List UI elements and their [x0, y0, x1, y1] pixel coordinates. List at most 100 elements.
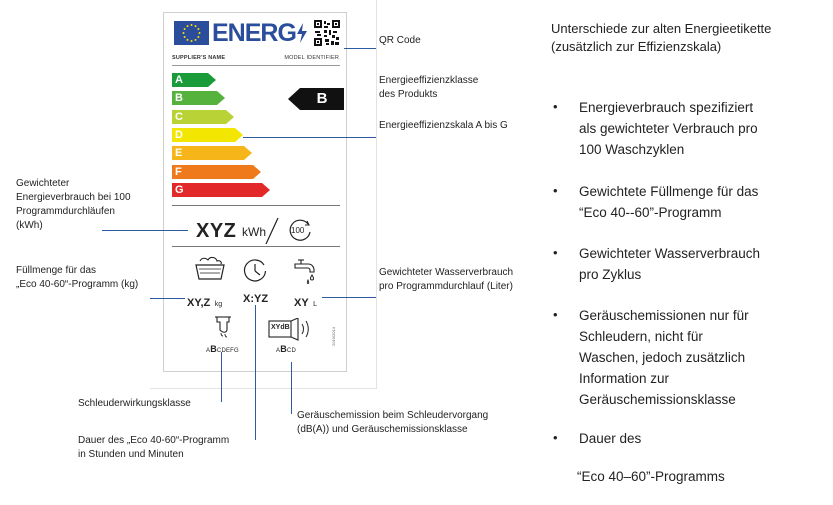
right-panel-title-line-1: Unterschiede zur alten Energieetikette — [551, 21, 772, 36]
bullet-item-1-line-3: 100 Waschzyklen — [579, 142, 685, 157]
leader-line-capacity — [150, 298, 185, 299]
annotation-duration-line-2: in Stunden und Minuten — [78, 449, 184, 460]
scale-bar-a: A — [172, 73, 216, 87]
header-divider — [172, 65, 340, 66]
bullet-item-2-line-1: Gewichtete Füllmenge für das — [579, 184, 759, 199]
annotation-duration-line-1: Dauer des „Eco 40-60“-Programm — [78, 435, 230, 446]
bullet-marker: • — [553, 245, 558, 260]
slash-divider — [264, 217, 280, 250]
energy-wordmark: ENERG — [212, 19, 308, 48]
annotation-duration: Dauer des „Eco 40-60“-Programm in Stunde… — [78, 434, 229, 462]
scale-bar-d: D — [172, 127, 243, 142]
bullet-item-2-line-2: “Eco 40--60”-Programm — [579, 205, 722, 220]
section-divider — [172, 246, 340, 247]
annotation-energy-line-3: Programmdurchläufen — [16, 206, 115, 217]
bullet-marker: • — [553, 183, 558, 198]
scale-bar-b: B — [172, 91, 225, 106]
annotation-efficiency-scale: Energieeffizienzskala A bis G — [379, 120, 508, 131]
right-panel-footer: “Eco 40–60”-Programms — [577, 469, 725, 484]
scale-bar-e: E — [172, 146, 252, 161]
leader-line-noise — [291, 362, 292, 414]
leader-line-duration — [255, 305, 256, 440]
noise-scale-end: CD — [286, 348, 296, 354]
bullet-item-1: Energieverbrauch spezifiziert als gewicht… — [579, 97, 819, 160]
energy-wordmark-text: ENERG — [212, 19, 297, 47]
leader-line-energy — [102, 230, 188, 231]
energy-unit: kWh — [242, 225, 266, 239]
annotation-energy-consumption: Gewichteter Energieverbrauch bei 100 Pro… — [16, 177, 131, 233]
water-unit: L — [313, 301, 318, 308]
water-tap-icon — [292, 258, 320, 291]
spin-class-scale: ABCDEFG — [206, 344, 239, 354]
regulation-code: 2019/2014 — [331, 327, 336, 346]
laundry-basket-icon — [194, 255, 226, 286]
annotation-energy-line-1: Gewichteter — [16, 178, 70, 189]
bullet-item-4-line-3: Waschen, jedoch zusätzlich — [579, 350, 746, 365]
leader-line-qr — [344, 48, 376, 49]
bullet-item-1-line-1: Energieverbrauch spezifiziert — [579, 100, 754, 115]
leader-line-scale — [243, 137, 376, 138]
annotation-noise: Geräuschemission beim Schleudervorgang (… — [297, 409, 488, 437]
cycles-value: 100 — [291, 226, 305, 235]
spin-shirt-icon — [212, 313, 234, 344]
clock-icon — [242, 258, 268, 289]
right-panel-title-line-2: (zusätzlich zur Effizienzskala) — [551, 39, 722, 54]
qr-code-icon — [314, 20, 340, 46]
bullet-marker: • — [553, 430, 558, 445]
bullet-marker: • — [553, 99, 558, 114]
model-identifier: MODEL IDENTIFIER — [284, 55, 339, 61]
bullet-item-4-line-1: Geräuschemissionen nur für — [579, 308, 749, 323]
bullet-item-5: Dauer des — [579, 428, 819, 449]
annotation-noise-line-2: (dB(A)) und Geräuschemissionsklasse — [297, 424, 468, 435]
noise-class-scale: ABCD — [276, 344, 296, 354]
leader-line-spin — [221, 352, 222, 402]
bullet-item-4-line-5: Geräuschemissionsklasse — [579, 392, 736, 407]
bullet-item-3: Gewichteter Wasserverbrauch pro Zyklus — [579, 243, 819, 285]
spin-scale-selected: B — [210, 344, 217, 354]
annotation-capacity: Füllmenge für das „Eco 40-60“-Programm (… — [16, 264, 138, 292]
capacity-unit: kg — [214, 301, 223, 308]
bullet-item-4-line-2: Schleudern, nicht für — [579, 329, 703, 344]
annotation-qr-code: QR Code — [379, 35, 421, 46]
noise-scale-start: A — [276, 348, 281, 354]
noise-speaker-icon: XYdB — [268, 318, 309, 341]
eu-flag-icon — [174, 21, 209, 45]
capacity-readout: XY,Z kg — [187, 293, 222, 311]
annotation-water-line-1: Gewichteter Wasserverbrauch — [379, 267, 514, 278]
scale-bar-g: G — [172, 182, 270, 197]
annotation-water: Gewichteter Wasserverbrauch pro Programm… — [379, 266, 513, 294]
annotation-water-line-2: pro Programmdurchlauf (Liter) — [379, 281, 513, 292]
lightning-icon — [296, 23, 307, 43]
capacity-value: XY,Z — [187, 297, 211, 309]
bullet-item-1-line-2: als gewichteter Verbrauch pro — [579, 121, 758, 136]
annotation-noise-line-1: Geräuschemission beim Schleudervorgang — [297, 410, 489, 421]
scale-bar-f: F — [172, 164, 261, 179]
annotation-efficiency-class-line-2: des Produkts — [379, 89, 438, 100]
annotation-energy-line-4: (kWh) — [16, 220, 43, 231]
noise-icon-label: XYdB — [271, 324, 290, 331]
water-value: XY — [294, 297, 309, 309]
annotation-efficiency-class: Energieeffizienzklasse des Produkts — [379, 74, 478, 102]
bullet-item-5-line-1: Dauer des — [579, 431, 642, 446]
bullet-item-3-line-2: pro Zyklus — [579, 267, 642, 282]
noise-scale-selected: B — [280, 344, 287, 354]
product-class-arrow: B — [288, 88, 344, 110]
bullet-item-4-line-4: Information zur — [579, 371, 670, 386]
bullet-item-2: Gewichtete Füllmenge für das “Eco 40--60”… — [579, 181, 819, 223]
annotation-capacity-line-2: „Eco 40-60“-Programm (kg) — [16, 279, 139, 290]
energy-consumption-value: XYZ — [196, 220, 237, 242]
annotation-efficiency-class-line-1: Energieeffizienzklasse — [379, 75, 479, 86]
bullet-item-3-line-1: Gewichteter Wasserverbrauch — [579, 246, 761, 261]
right-panel-title: Unterschiede zur alten Energieetikette (… — [551, 20, 831, 56]
cycles-icon: 100 — [286, 219, 314, 243]
annotation-energy-line-2: Energieverbrauch bei 100 — [16, 192, 131, 203]
bullet-marker: • — [553, 307, 558, 322]
annotation-spin-class: Schleuderwirkungsklasse — [78, 398, 191, 409]
duration-value: X:YZ — [243, 293, 269, 305]
water-readout: XY L — [294, 293, 317, 311]
spin-scale-end: CDEFG — [216, 348, 239, 354]
supplier-name: SUPPLIER'S NAME — [172, 55, 226, 61]
spin-scale-start: A — [206, 348, 211, 354]
section-divider — [172, 205, 340, 206]
